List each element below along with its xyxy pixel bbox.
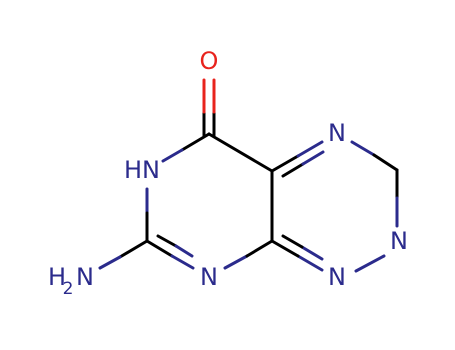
amino-group-label: H 2 N <box>48 263 94 299</box>
bond-n5-c6-a <box>350 140 376 157</box>
bond-c2-nh2-b <box>98 255 122 270</box>
bond-c4a-n5-a <box>270 154 300 173</box>
bond-n8-c8a-b2 <box>281 234 304 249</box>
bond-n5-c6-b <box>372 153 399 172</box>
bond-c4a-n5-b2 <box>301 150 325 166</box>
bond-c4a-n5-b <box>281 162 305 178</box>
bond-c2-n1-a2 <box>170 254 195 270</box>
atom-labels: O N HN N N N H 2 N <box>48 47 408 299</box>
bond-n8-c8a-b <box>300 245 324 261</box>
bond-n1-c8a-b <box>245 239 274 258</box>
amino-n-label: N <box>76 263 94 291</box>
bond-c4-n3-b <box>161 148 184 163</box>
bonds <box>98 78 399 273</box>
bond-c4a-n5-a2 <box>296 140 324 158</box>
bond-n1-c8a-a <box>223 254 249 270</box>
bond-n8-c8a-a2 <box>270 239 300 258</box>
bond-n7-n8 <box>354 254 386 273</box>
bond-c4-n3-a <box>180 132 211 152</box>
atom-n-bottom-right-label: N <box>328 263 346 291</box>
bond-c4-c4a <box>207 132 274 173</box>
atom-oxygen-label: O <box>200 47 219 75</box>
atom-nh-label: HN <box>124 156 160 184</box>
bond-n8-c8a-a <box>296 254 324 272</box>
bond-c2-nh2-a <box>118 239 149 259</box>
bond-c2-n1-b2 <box>174 244 194 258</box>
bond-c2-n1-a <box>145 239 174 258</box>
atom-n-bottom-middle-label: N <box>200 263 218 291</box>
amino-subscript-label: 2 <box>63 279 74 299</box>
atom-n-top-right-label: N <box>328 119 346 147</box>
atom-n-right-label: N <box>390 227 408 255</box>
bond-c2-n1-b <box>156 234 178 248</box>
amino-h-label: H <box>48 263 66 291</box>
